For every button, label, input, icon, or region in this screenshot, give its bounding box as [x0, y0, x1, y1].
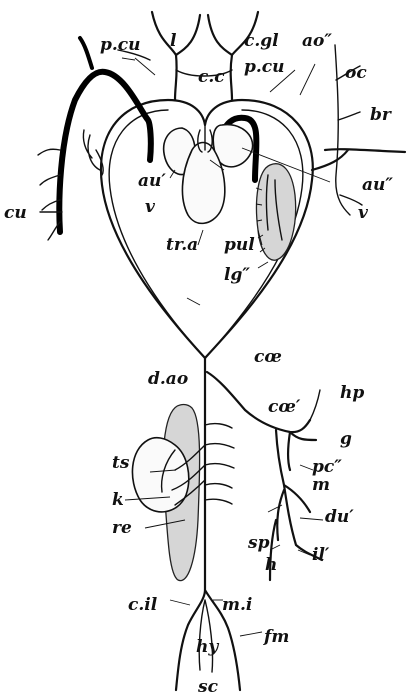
- label-du-prime: du′: [325, 507, 354, 527]
- label-m-i: m.i: [222, 595, 252, 615]
- label-coe-prime: cœ′: [268, 397, 301, 417]
- label-ts: ts: [112, 453, 130, 473]
- label-cu: cu: [4, 203, 27, 223]
- label-tr-a: tr.a: [166, 235, 198, 255]
- label-hy: hy: [196, 637, 219, 657]
- label-ao-double-prime: ao″: [302, 31, 332, 51]
- label-oc: oc: [345, 63, 367, 83]
- label-pul: pul: [224, 235, 255, 255]
- label-v-heart: v: [145, 197, 156, 217]
- label-au-double-prime: au″: [362, 175, 393, 195]
- label-coe: cœ: [254, 347, 282, 367]
- label-p-cu-right: p.cu: [244, 57, 285, 77]
- label-m: m: [312, 475, 330, 495]
- label-sp: sp: [247, 533, 270, 553]
- segmental-arteries: [205, 424, 234, 504]
- label-d-ao: d.ao: [148, 369, 188, 389]
- label-p-cu-left: p.cu: [100, 35, 141, 55]
- label-hp: hp: [340, 383, 364, 403]
- cutaneous-vessel: [59, 72, 150, 232]
- label-lg-double-prime: lg″: [224, 265, 250, 285]
- label-au-prime: au′: [138, 171, 166, 191]
- label-c-gl: c.gl: [244, 31, 279, 51]
- label-fm: fm: [263, 627, 289, 647]
- label-l: l: [170, 31, 177, 51]
- label-pc-double-prime: pc″: [312, 457, 342, 477]
- label-c-il: c.il: [128, 595, 158, 615]
- label-g: g: [340, 429, 352, 449]
- brachial-artery: [312, 149, 405, 170]
- label-v-right: v: [358, 203, 369, 223]
- label-br: br: [370, 105, 392, 125]
- label-k: k: [112, 490, 124, 510]
- label-sc: sc: [197, 677, 219, 697]
- label-c-c: c.c: [198, 67, 225, 87]
- label-re: re: [112, 518, 132, 538]
- label-h: h: [265, 555, 277, 575]
- label-il-prime: il′: [312, 545, 330, 565]
